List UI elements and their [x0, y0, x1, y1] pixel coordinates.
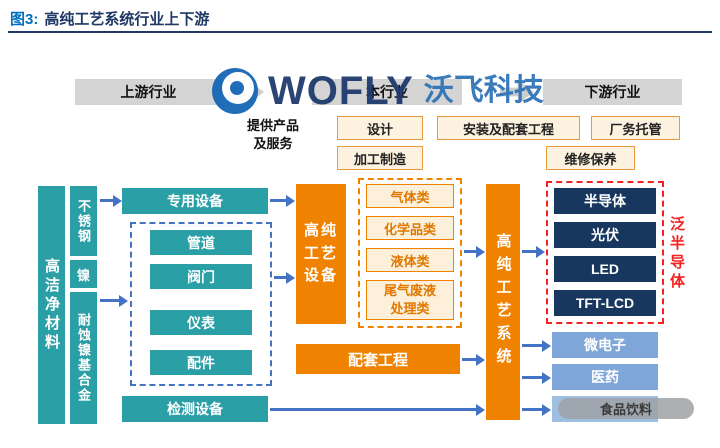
downstream-label: 下游行业: [584, 84, 641, 100]
part-fittings-box: 配件: [150, 350, 252, 375]
part-piping-box: 管道: [150, 230, 252, 255]
led-box: LED: [554, 256, 656, 282]
type-gas-label: 气体类: [390, 189, 430, 205]
page-title: 高纯工艺系统行业上下游: [44, 11, 210, 28]
service-maintenance-box: 维修保养: [546, 146, 635, 170]
service-manufacturing-box: 加工制造: [337, 146, 423, 170]
process-equipment-label: 高纯工艺设备: [303, 222, 338, 285]
service-design-box: 设计: [337, 116, 423, 140]
pan-semiconductor-side-label-wrap: 泛半导体: [666, 198, 687, 310]
support-engineering-label: 配套工程: [347, 351, 408, 369]
type-chemical-label: 化学品类: [383, 221, 436, 237]
services-label: 提供产品及服务: [246, 118, 299, 151]
arrow-system-to-microelectronics-icon: [522, 339, 551, 352]
service-facility-label: 厂务托管: [609, 121, 662, 137]
material-nickel-box: 镍: [70, 260, 97, 288]
food-beverage-label-wrap: 食品饮料: [558, 398, 694, 419]
service-maintenance-label: 维修保养: [564, 151, 617, 167]
watermark-brand-text: WOFLY: [268, 69, 414, 113]
service-facility-box: 厂务托管: [591, 116, 680, 140]
flow-box-downstream: 下游行业: [543, 79, 682, 105]
watermark: WOFLY 沃飞科技: [212, 68, 544, 114]
current-industry-label: 本行业: [366, 84, 408, 100]
equipment-parts-group: [130, 222, 272, 386]
wofly-logo-icon: [212, 68, 258, 114]
type-chemical-box: 化学品类: [366, 216, 454, 240]
flow-box-current: 本行业: [312, 79, 462, 105]
food-beverage-label: 食品饮料: [599, 402, 652, 417]
service-design-label: 设计: [366, 121, 393, 137]
process-system-bar: 高纯工艺系统: [486, 184, 520, 420]
tft-lcd-label: TFT-LCD: [575, 295, 635, 311]
arrow-special-to-process-icon: [270, 194, 295, 207]
arrow-process-to-system-icon: [464, 245, 485, 258]
pan-semiconductor-label: 泛半导体: [668, 216, 685, 292]
arrow-system-to-pansemi-icon: [522, 245, 545, 258]
materials-bar: 高洁净材料: [38, 186, 65, 424]
testing-equipment-box: 检测设备: [122, 396, 268, 422]
arrow-testing-to-system-icon: [270, 403, 485, 416]
type-waste-box: 尾气废液处理类: [366, 280, 454, 320]
tft-lcd-box: TFT-LCD: [554, 290, 656, 316]
semiconductor-box: 半导体: [554, 188, 656, 214]
type-liquid-box: 液体类: [366, 248, 454, 272]
arrow-system-to-food-icon: [522, 403, 551, 416]
arrow-materials-to-special-icon: [100, 194, 122, 207]
part-valve-label: 阀门: [187, 268, 215, 285]
pharma-box: 医药: [552, 364, 658, 390]
service-installation-box: 安装及配套工程: [437, 116, 580, 140]
arrow-support-to-system-icon: [462, 353, 485, 366]
material-alloy-label: 耐蚀镍基合金: [76, 313, 91, 403]
pharma-label: 医药: [591, 369, 619, 385]
part-instrument-label: 仪表: [187, 314, 215, 331]
upstream-label: 上游行业: [120, 84, 177, 100]
photovoltaic-label: 光伏: [591, 227, 619, 243]
photovoltaic-box: 光伏: [554, 222, 656, 248]
arrow-materials-to-parts-icon: [100, 294, 128, 307]
special-equipment-box: 专用设备: [122, 188, 268, 214]
part-valve-box: 阀门: [150, 264, 252, 289]
special-equipment-label: 专用设备: [167, 193, 223, 209]
figure-label: 图3:: [10, 11, 39, 28]
led-label: LED: [591, 261, 619, 277]
arrow-system-to-pharma-icon: [522, 371, 551, 384]
flow-box-upstream: 上游行业: [75, 79, 222, 105]
materials-bar-label: 高洁净材料: [43, 257, 60, 353]
microelectronics-box: 微电子: [552, 332, 658, 358]
type-liquid-label: 液体类: [390, 253, 430, 269]
type-gas-box: 气体类: [366, 184, 454, 208]
material-stainless-box: 不锈钢: [70, 186, 97, 256]
title-rule: [8, 31, 712, 33]
figure-title: 图3: 高纯工艺系统行业上下游: [10, 8, 209, 29]
material-nickel-label: 镍: [76, 267, 90, 283]
support-engineering-box: 配套工程: [296, 344, 460, 374]
service-installation-label: 安装及配套工程: [462, 121, 554, 137]
service-manufacturing-label: 加工制造: [353, 151, 406, 167]
source-watermark-pill: [558, 398, 694, 419]
part-piping-label: 管道: [187, 234, 215, 251]
part-fittings-label: 配件: [187, 354, 215, 371]
type-waste-label: 尾气废液处理类: [383, 282, 436, 316]
material-stainless-label: 不锈钢: [76, 198, 91, 244]
process-equipment-box: 高纯工艺设备: [296, 184, 346, 324]
semiconductor-label: 半导体: [584, 193, 626, 209]
part-instrument-box: 仪表: [150, 310, 252, 335]
testing-equipment-label: 检测设备: [167, 401, 223, 417]
pan-semiconductor-group: [546, 181, 664, 324]
watermark-brand-cn-text: 沃飞科技: [423, 74, 544, 107]
microelectronics-label: 微电子: [584, 337, 626, 353]
material-alloy-box: 耐蚀镍基合金: [70, 292, 97, 424]
arrow-parts-to-process-icon: [274, 271, 295, 284]
process-types-group: [358, 178, 462, 328]
process-system-label: 高纯工艺系统: [494, 233, 512, 371]
